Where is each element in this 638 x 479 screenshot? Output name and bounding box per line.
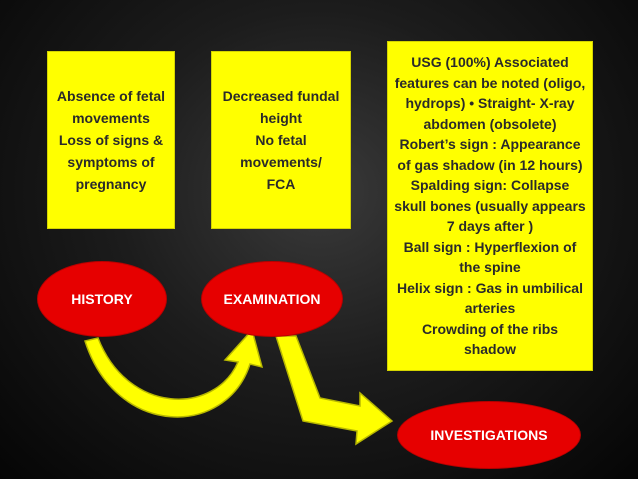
investigations-findings-box: USG (100%) Associated features can be no… bbox=[388, 42, 592, 370]
examination-node: EXAMINATION bbox=[202, 262, 342, 336]
investigations-node-label: INVESTIGATIONS bbox=[430, 427, 548, 443]
history-findings-text: Absence of fetal movements Loss of signs… bbox=[56, 88, 166, 192]
investigations-node: INVESTIGATIONS bbox=[398, 402, 580, 468]
history-node-label: HISTORY bbox=[71, 291, 133, 307]
examination-node-label: EXAMINATION bbox=[223, 291, 321, 307]
bent-arrow-examination-to-investigations bbox=[274, 335, 394, 446]
examination-findings-text: Decreased fundal height No fetal movemen… bbox=[222, 88, 340, 192]
history-findings-box: Absence of fetal movements Loss of signs… bbox=[48, 52, 174, 228]
examination-findings-box: Decreased fundal height No fetal movemen… bbox=[212, 52, 350, 228]
investigations-findings-text: USG (100%) Associated features can be no… bbox=[394, 54, 586, 358]
curved-arrow-history-to-examination bbox=[84, 328, 264, 418]
history-node: HISTORY bbox=[38, 262, 166, 336]
